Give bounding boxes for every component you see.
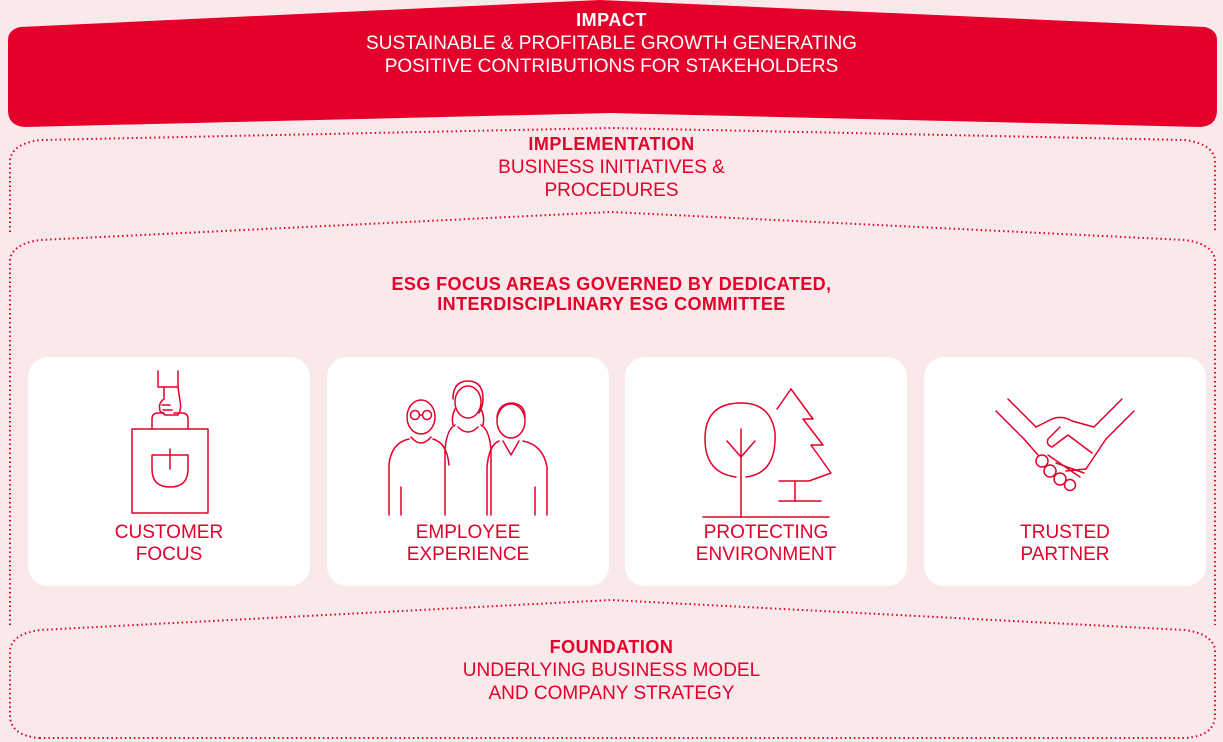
- card-label-line-1: PROTECTING: [703, 522, 829, 543]
- card-employee-experience: EMPLOYEE EXPERIENCE: [327, 357, 609, 586]
- focus-cards: CUSTOMER FOCUS: [28, 357, 1208, 586]
- card-label-line-1: TRUSTED: [1020, 522, 1110, 543]
- foundation-title: FOUNDATION: [549, 637, 674, 657]
- impact-banner: [8, 0, 1217, 127]
- foundation-block: FOUNDATION UNDERLYING BUSINESS MODEL AND…: [0, 636, 1223, 705]
- trees-icon: [702, 388, 832, 518]
- card-label-line-1: EMPLOYEE: [415, 522, 521, 543]
- card-label: EMPLOYEE EXPERIENCE: [327, 522, 609, 566]
- card-label: CUSTOMER FOCUS: [28, 522, 310, 566]
- impact-line-2: POSITIVE CONTRIBUTIONS FOR STAKEHOLDERS: [384, 56, 839, 77]
- card-label-line-1: CUSTOMER: [114, 522, 224, 543]
- implementation-line-1: BUSINESS INITIATIVES &: [498, 157, 725, 178]
- esg-focus-line-2: INTERDISCIPLINARY ESG COMMITTEE: [437, 294, 786, 314]
- card-protecting-environment: PROTECTING ENVIRONMENT: [625, 357, 907, 586]
- shopping-bag-icon: [131, 370, 209, 514]
- card-label: TRUSTED PARTNER: [924, 522, 1206, 566]
- implementation-block: IMPLEMENTATION BUSINESS INITIATIVES & PR…: [0, 133, 1223, 202]
- foundation-line-2: AND COMPANY STRATEGY: [488, 683, 735, 704]
- card-label: PROTECTING ENVIRONMENT: [625, 522, 907, 566]
- impact-block: IMPACT SUSTAINABLE & PROFITABLE GROWTH G…: [0, 9, 1223, 78]
- handshake-icon: [995, 398, 1135, 492]
- people-group-icon: [388, 380, 548, 516]
- card-label-line-2: FOCUS: [135, 544, 203, 565]
- impact-title: IMPACT: [576, 10, 647, 30]
- card-label-line-2: EXPERIENCE: [406, 544, 530, 565]
- card-label-line-2: PARTNER: [1020, 544, 1110, 565]
- implementation-title: IMPLEMENTATION: [528, 134, 695, 154]
- impact-line-1: SUSTAINABLE & PROFITABLE GROWTH GENERATI…: [366, 33, 857, 54]
- card-label-line-2: ENVIRONMENT: [695, 544, 837, 565]
- card-customer-focus: CUSTOMER FOCUS: [28, 357, 310, 586]
- esg-focus-title: ESG FOCUS AREAS GOVERNED BY DEDICATED, I…: [0, 274, 1223, 314]
- card-trusted-partner: TRUSTED PARTNER: [924, 357, 1206, 586]
- esg-focus-line-1: ESG FOCUS AREAS GOVERNED BY DEDICATED,: [391, 274, 832, 294]
- implementation-line-2: PROCEDURES: [544, 180, 679, 201]
- foundation-line-1: UNDERLYING BUSINESS MODEL: [462, 660, 761, 681]
